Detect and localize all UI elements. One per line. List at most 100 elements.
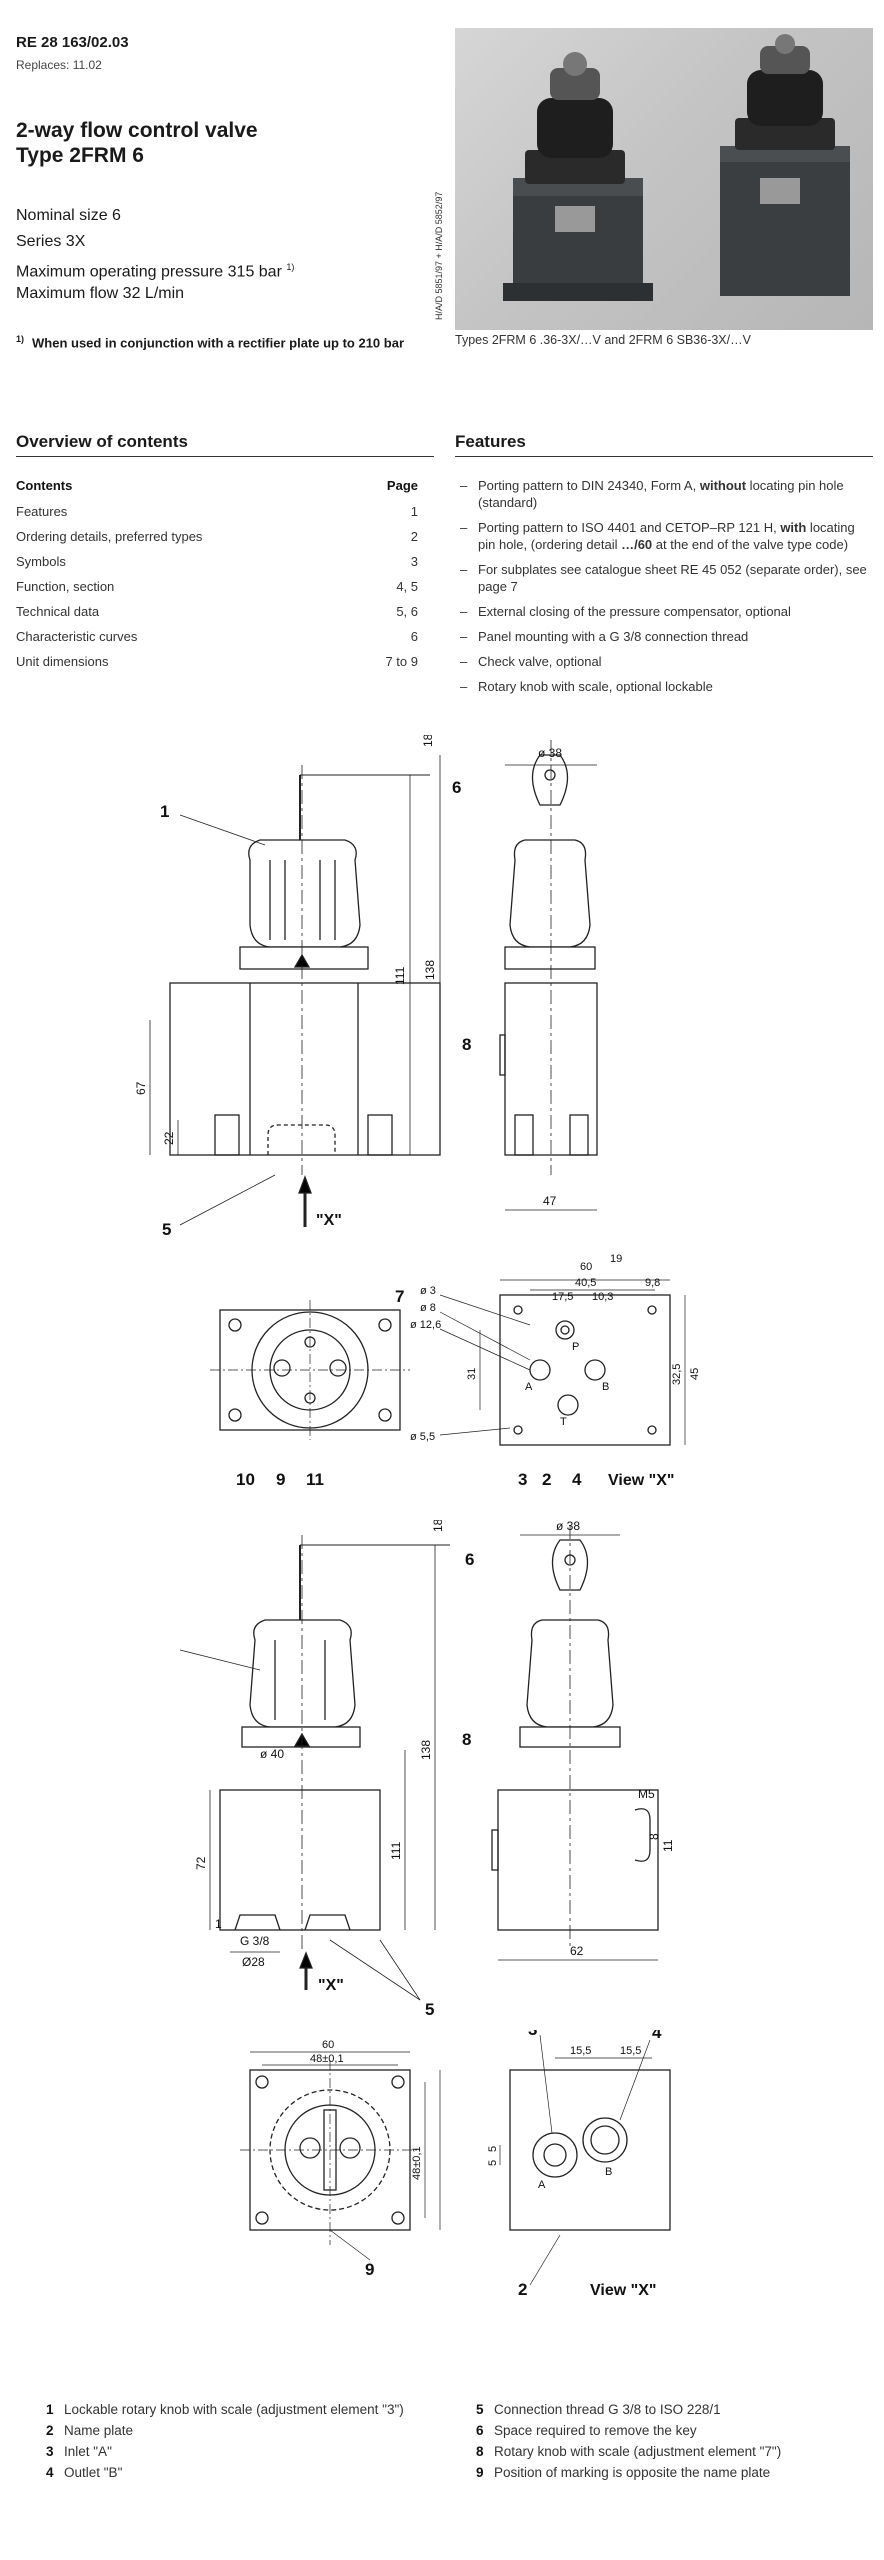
dim-label: 40,5: [575, 1277, 596, 1289]
footnote: 1) When used in conjunction with a rectif…: [16, 331, 436, 351]
valve-photo-illustration: [503, 34, 850, 301]
dim-label: 47: [543, 1194, 557, 1208]
dim-label: 72: [194, 1856, 208, 1870]
callout-label: 6: [465, 1550, 474, 1569]
port-label: P: [572, 1341, 579, 1353]
dim-label: 19: [610, 1253, 622, 1265]
view-x-marker: "X": [318, 1977, 344, 1994]
callout-label: 4: [652, 2030, 662, 2042]
contents-col-label: Contents: [16, 478, 73, 493]
dim-label: 18: [421, 735, 435, 747]
dim-label: 15,5: [620, 2045, 641, 2057]
dim-label: 60: [322, 2039, 334, 2051]
dim-label: 17,5: [552, 1291, 573, 1303]
dim-label: ø 5,5: [410, 1431, 435, 1443]
dim-label: ø 40: [260, 1747, 284, 1761]
dim-label: 48±0,1: [411, 2146, 423, 2180]
dim-label: ø 8: [420, 1302, 436, 1314]
dim-label: 8: [647, 1833, 661, 1840]
feature-item: Porting pattern to ISO 4401 and CETOP–RP…: [460, 519, 870, 553]
dim-label: 10,3: [592, 1291, 613, 1303]
replaces-note: Replaces: 11.02: [16, 58, 102, 72]
view-x-label: View "X": [608, 1472, 674, 1489]
features-rule: [455, 456, 873, 457]
document-number: RE 28 163/02.03: [16, 34, 129, 51]
dim-label: 111: [389, 1841, 403, 1860]
dim-label: 15,5: [570, 2045, 591, 2057]
dim-label: M5: [638, 1787, 655, 1801]
dim-label: 45: [689, 1368, 701, 1380]
port-label: A: [538, 2179, 546, 2191]
port-label: B: [605, 2166, 612, 2178]
dim-label: 67: [134, 1081, 148, 1095]
callout-label: 9: [365, 2260, 374, 2279]
footnote-text: When used in conjunction with a rectifie…: [32, 335, 405, 351]
callout-label: 2: [542, 1470, 551, 1489]
feature-item: External closing of the pressure compens…: [460, 603, 870, 620]
dim-label: 5: [487, 2160, 499, 2166]
dim-label: ø 38: [538, 746, 562, 760]
callout-label: 5: [425, 2000, 434, 2019]
dim-label: 31: [466, 1368, 478, 1380]
dimension-drawing-4: 60 48±0,1 48±0,1 15,5 15,5 5 5 A B 9 3 4…: [240, 2030, 671, 2299]
overview-rule: [16, 456, 434, 457]
callout-label: 3: [528, 2030, 537, 2039]
callout-label: 10: [236, 1470, 255, 1489]
dim-label: 32,5: [671, 1364, 683, 1385]
port-label: T: [560, 1416, 567, 1428]
dim-label: 138: [423, 960, 437, 980]
feature-item: For subplates see catalogue sheet RE 45 …: [460, 561, 870, 595]
dim-label: ø 38: [556, 1520, 580, 1533]
spec-max-flow: Maximum flow 32 L/min: [16, 285, 185, 302]
dim-label: 22: [162, 1131, 176, 1145]
features-list: Porting pattern to DIN 24340, Form A, wi…: [460, 477, 870, 703]
contents-col-page: Page: [386, 478, 418, 493]
port-label: A: [525, 1381, 533, 1393]
dim-label: 18: [431, 1520, 445, 1532]
dim-label: Ø28: [242, 1955, 265, 1969]
spec-nominal-size: Nominal size 6: [16, 207, 121, 224]
title-line-1: 2-way flow control valve: [16, 119, 258, 142]
dim-label: G 3/8: [240, 1934, 270, 1948]
port-label: B: [602, 1381, 609, 1393]
callout-label: 2: [518, 2280, 527, 2299]
dim-label: ø 3: [420, 1285, 436, 1297]
callout-label: 8: [462, 1730, 471, 1749]
dimension-drawing-1: 18 ø 38 138 111 67 22 47 1 5 6 8 "X": [134, 735, 598, 1239]
spec-series: Series 3X: [16, 233, 86, 250]
callout-label: 6: [452, 778, 461, 797]
callout-label: 8: [462, 1035, 471, 1054]
dim-label: 5: [487, 2146, 499, 2152]
dim-label: 1: [215, 1917, 222, 1931]
dim-label: ø 12,6: [410, 1319, 441, 1331]
contents-header-row: Contents Page: [16, 478, 418, 493]
document-title: 2-way flow control valve Type 2FRM 6: [16, 118, 258, 168]
photo-caption: Types 2FRM 6 .36-3X/…V and 2FRM 6 SB36-3…: [455, 333, 751, 347]
callout-label: 5: [162, 1220, 171, 1239]
footnote-marker: 1): [16, 334, 25, 344]
view-x-marker: "X": [316, 1212, 342, 1229]
title-line-2: Type 2FRM 6: [16, 144, 144, 167]
dim-label: 48±0,1: [310, 2053, 344, 2065]
overview-heading: Overview of contents: [16, 432, 188, 451]
feature-item: Rotary knob with scale, optional lockabl…: [460, 678, 870, 695]
feature-item: Panel mounting with a G 3/8 connection t…: [460, 628, 870, 645]
dim-label: 138: [419, 1740, 433, 1760]
spec-max-pressure: Maximum operating pressure 315 bar 1): [16, 262, 295, 281]
